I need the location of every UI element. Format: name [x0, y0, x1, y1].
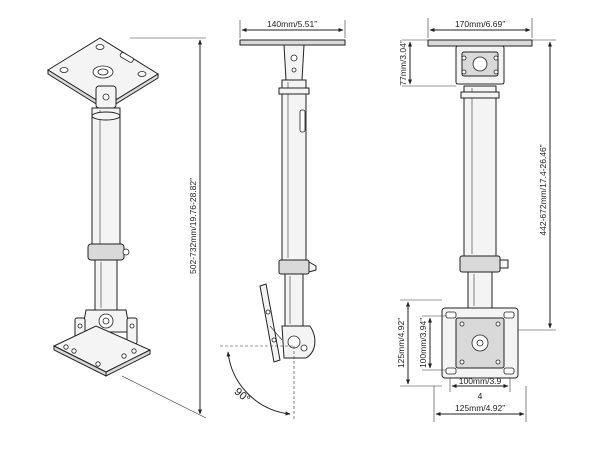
front-pole-length-label: 442-672mm/17.4-26.46” [538, 144, 548, 235]
side-projector-plate [259, 283, 281, 363]
side-upper-pole [281, 79, 307, 261]
tilt-angle-arc [226, 351, 291, 416]
lower-pole [94, 259, 118, 311]
upper-pole [91, 107, 121, 249]
bracket-outer-width-label: 125mm/4.92” [455, 403, 505, 413]
bracket-inner-width-label-line1: 100mm/3.9 [459, 376, 502, 386]
height-range-label: 502-732mm/19.76-28.82” [188, 178, 198, 274]
front-plate-height-label: 77mm/3.04” [398, 40, 408, 86]
perspective-view: 502-732mm/19.76-28.82” [47, 37, 207, 419]
tilt-angle-label: 90° [232, 386, 252, 406]
side-plate-width-label: 140mm/5.51” [267, 19, 317, 29]
front-lower-pole [467, 271, 493, 309]
front-plate-width-label: 170mm/6.69” [455, 19, 505, 29]
front-ceiling-plate [427, 39, 533, 47]
bracket-outer-height-label: 125mm/4.92” [396, 318, 406, 368]
front-view: 170mm/6.69” 77mm/3.04” 442-672mm/17.4-26… [396, 18, 556, 422]
front-upper-pole [463, 85, 497, 257]
bracket-inner-height-label: 100mm/3.94” [418, 318, 428, 368]
height-clamp [87, 243, 125, 261]
side-view: 140mm/5.51” 90° [220, 19, 346, 420]
side-lower-pole [284, 273, 304, 327]
side-ceiling-plate [239, 39, 346, 46]
bracket-inner-width-label-line2: 4 [478, 391, 483, 401]
